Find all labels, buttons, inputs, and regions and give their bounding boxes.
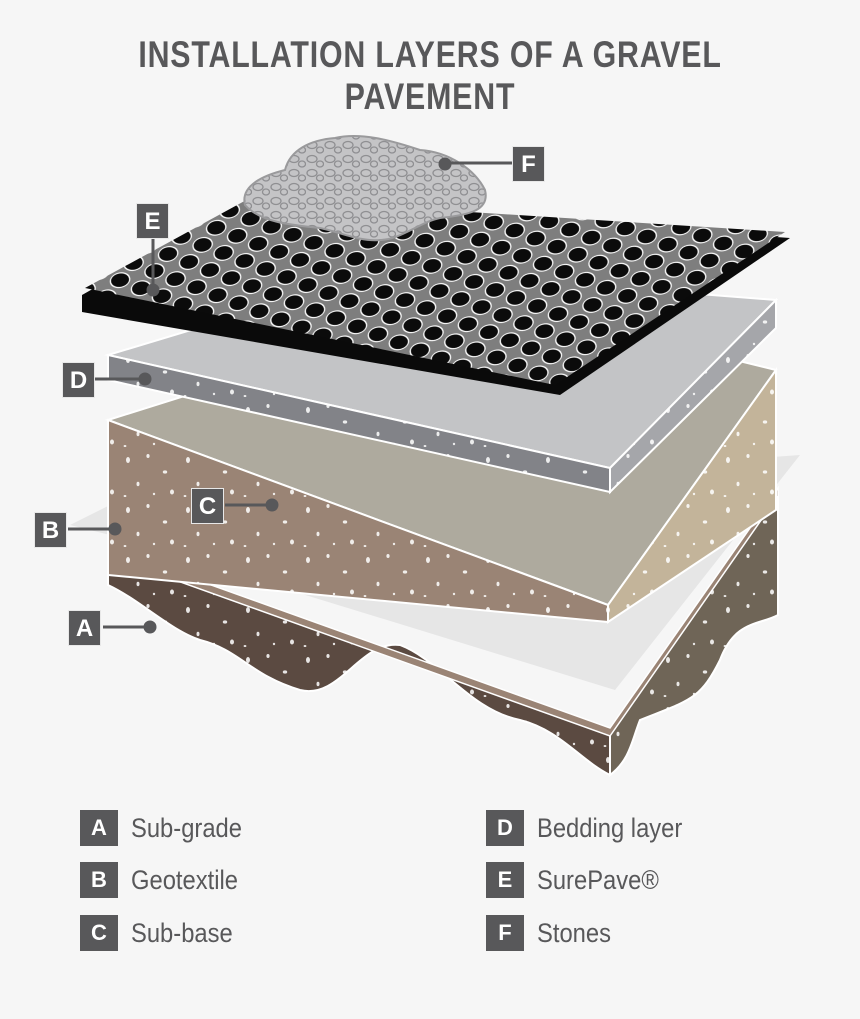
legend-item-e: E SurePave® [486, 862, 675, 898]
legend-item-b: B Geotextile [80, 862, 253, 898]
callout-b: B [34, 512, 67, 548]
legend: A Sub-grade B Geotextile C Sub-base D Be… [80, 810, 780, 960]
legend-label: Geotextile [131, 864, 238, 895]
legend-label: SurePave® [537, 864, 659, 895]
page-title: INSTALLATION LAYERS OF A GRAVEL PAVEMENT [138, 34, 722, 117]
stones-pile [243, 134, 487, 242]
callout-f: F [512, 146, 545, 182]
legend-label: Sub-grade [131, 812, 242, 843]
layer-subgrade [107, 485, 779, 778]
legend-item-d: D Bedding layer [486, 810, 702, 846]
legend-badge: C [80, 915, 118, 951]
callout-c: C [191, 488, 224, 524]
legend-badge: E [486, 862, 524, 898]
legend-label: Sub-base [131, 917, 233, 948]
legend-badge: A [80, 810, 118, 846]
legend-label: Stones [537, 917, 611, 948]
legend-item-c: C Sub-base [80, 915, 247, 951]
legend-label: Bedding layer [537, 812, 683, 843]
legend-badge: B [80, 862, 118, 898]
layers-diagram [68, 134, 800, 778]
legend-badge: F [486, 915, 524, 951]
layer-surepave-grid [82, 198, 790, 395]
legend-badge: D [486, 810, 524, 846]
legend-item-f: F Stones [486, 915, 621, 951]
callout-d: D [62, 362, 95, 398]
callout-e: E [136, 203, 169, 239]
legend-item-a: A Sub-grade [80, 810, 257, 846]
callout-a: A [68, 610, 101, 646]
